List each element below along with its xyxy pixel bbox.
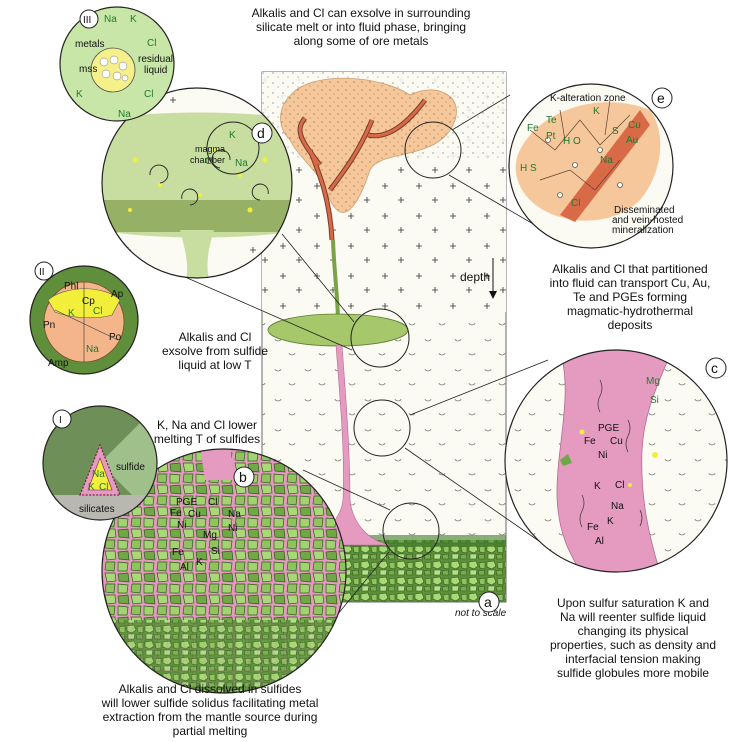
iii-mss-label: mss bbox=[79, 64, 97, 75]
i-silicates-label: silicates bbox=[79, 504, 115, 515]
c-cu-label: Cu bbox=[610, 436, 623, 447]
iii-k-label: K bbox=[130, 14, 137, 25]
label-a: a bbox=[484, 594, 492, 610]
e-h2o-label: H O bbox=[563, 136, 581, 147]
c-al-label: Al bbox=[595, 536, 604, 547]
c-fe2-label: Fe bbox=[587, 522, 599, 533]
e-cu-label: Cu bbox=[628, 120, 641, 131]
caption-b-top: K, Na and Cl lower melting T of sulfides bbox=[132, 418, 282, 446]
b-al-label: Al bbox=[180, 562, 189, 573]
b-cl-label: Cl bbox=[208, 497, 217, 508]
c-k2-label: K bbox=[607, 516, 614, 527]
not-to-scale-label: not to scale bbox=[455, 608, 507, 619]
i-sulfide-label: sulfide bbox=[116, 462, 145, 473]
circle-c-conduit: Mg Si PGE Fe Cu Ni K Cl Na Fe K Al c bbox=[505, 350, 727, 572]
i-cl-label: Cl bbox=[99, 482, 108, 493]
label-ii: II bbox=[39, 267, 45, 278]
e-s-label: S bbox=[612, 126, 619, 137]
b-mg-label: Mg bbox=[203, 530, 217, 541]
e-te-label: Te bbox=[546, 115, 557, 126]
b-pge-label: PGE bbox=[176, 497, 197, 508]
label-iii: III bbox=[83, 15, 91, 26]
b-k-label: K bbox=[196, 557, 203, 568]
e-pt-label: Pt bbox=[546, 131, 556, 142]
c-si-label: Si bbox=[650, 395, 659, 406]
label-i: I bbox=[59, 415, 62, 426]
ii-cl-label: Cl bbox=[93, 306, 102, 317]
depth-label: depth bbox=[460, 270, 490, 284]
label-e: e bbox=[657, 90, 665, 106]
iii-metals-label: metals bbox=[75, 39, 104, 50]
caption-bottom-left: Alkalis and Cl dissolved in sulfides wil… bbox=[40, 682, 380, 738]
iii-cl-label: Cl bbox=[147, 38, 156, 49]
ii-po-label: Po bbox=[109, 332, 122, 343]
e-na-label: Na bbox=[600, 155, 613, 166]
b-na-label: Na bbox=[228, 509, 241, 520]
label-b: b bbox=[239, 469, 247, 485]
inset-iii-sulfide-melt: Na K metals Cl mss residual liquid K Cl … bbox=[60, 7, 174, 121]
caption-bottom-right: Upon sulfur saturation K and Na will ree… bbox=[520, 596, 746, 680]
ii-pn-label: Pn bbox=[43, 320, 55, 331]
c-ni-label: Ni bbox=[598, 450, 607, 461]
e-cl-label: Cl bbox=[571, 198, 580, 209]
label-c: c bbox=[711, 360, 718, 376]
caption-top: Alkalis and Cl can exsolve in surroundin… bbox=[186, 6, 536, 48]
d-na-label: Na bbox=[235, 158, 248, 169]
iii-cl2-label: Cl bbox=[144, 89, 153, 100]
i-na-label: Na bbox=[92, 469, 105, 480]
b-cu-label: Cu bbox=[188, 509, 201, 520]
b-ni-label: Ni bbox=[177, 520, 186, 531]
d-cl-label: Cl bbox=[205, 156, 214, 167]
ii-k-label: K bbox=[68, 308, 75, 319]
ii-phl-label: Phl bbox=[64, 281, 78, 292]
circle-e-alteration: K-alteration zone Fe Te Pt H O K S Cu Au… bbox=[508, 84, 683, 250]
iii-k2-label: K bbox=[76, 89, 83, 100]
e-au-label: Au bbox=[626, 135, 638, 146]
b-fe2-label: Fe bbox=[172, 547, 184, 558]
c-fe-label: Fe bbox=[584, 436, 596, 447]
label-d: d bbox=[257, 125, 265, 141]
ii-na-label: Na bbox=[86, 344, 99, 355]
b-si-label: Si bbox=[211, 546, 220, 557]
c-na-label: Na bbox=[611, 501, 624, 512]
b-ni2-label: Ni bbox=[228, 523, 237, 534]
c-mg-label: Mg bbox=[646, 376, 660, 387]
iii-na-label: Na bbox=[104, 14, 117, 25]
b-fe-label: Fe bbox=[170, 508, 182, 519]
c-k-label: K bbox=[594, 481, 601, 492]
iii-na2-label: Na bbox=[118, 109, 131, 120]
ii-amp-label: Amp bbox=[48, 358, 69, 369]
ii-ap-label: Ap bbox=[111, 289, 124, 300]
caption-right-mid: Alkalis and Cl that partitioned into flu… bbox=[520, 262, 740, 332]
d-magma-label: magma bbox=[195, 144, 225, 154]
inset-ii-sulfide-globule: Phl Ap Cp K Cl Pn Po Na Amp II bbox=[30, 262, 138, 374]
d-k-label: K bbox=[229, 130, 236, 141]
c-cl-label: Cl bbox=[615, 480, 624, 491]
i-k-label: K bbox=[88, 482, 95, 493]
caption-left-mid: Alkalis and Cl exsolve from sulfide liqu… bbox=[140, 330, 290, 372]
e-k-label: K bbox=[593, 106, 600, 117]
e-dissem3-label: mineralization bbox=[612, 225, 674, 236]
e-fe-label: Fe bbox=[527, 123, 539, 134]
iii-residual-label: residual bbox=[138, 54, 173, 65]
c-pge-label: PGE bbox=[598, 423, 619, 434]
e-h2s-label: H S bbox=[520, 163, 537, 174]
iii-liquid-label: liquid bbox=[144, 65, 167, 76]
e-zone-label: K-alteration zone bbox=[550, 93, 626, 104]
